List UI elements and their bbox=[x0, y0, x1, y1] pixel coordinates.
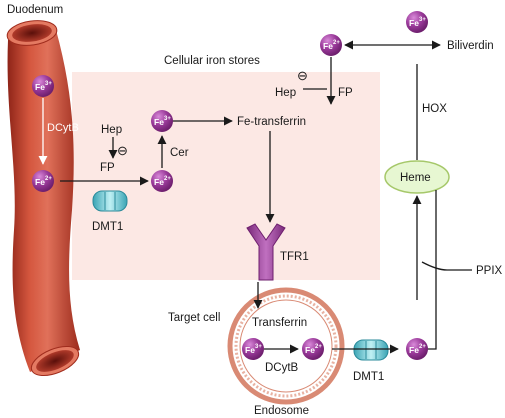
fe2-ion-endosome: Fe 2+ bbox=[302, 338, 324, 360]
arrow-fe2-to-heme-line bbox=[417, 190, 437, 350]
ppix-connector bbox=[421, 261, 472, 271]
label-fp-left: FP bbox=[100, 162, 115, 174]
svg-text:Fe: Fe bbox=[409, 345, 419, 355]
fe3-ion-endosome: Fe 3+ bbox=[242, 338, 264, 360]
fe3-ion-top: Fe 3+ bbox=[406, 11, 428, 33]
label-dcytb-gut: DCytB bbox=[47, 122, 79, 134]
label-fe-transferrin: Fe-transferrin bbox=[237, 116, 306, 128]
svg-text:3+: 3+ bbox=[255, 344, 262, 350]
label-dmt1-gut: DMT1 bbox=[92, 221, 123, 233]
label-target-cell: Target cell bbox=[168, 312, 220, 324]
fe2-ion-cell: Fe 2+ bbox=[151, 170, 173, 192]
fe2-ion-gut: Fe 2+ bbox=[32, 170, 54, 192]
fe3-ion-gut: Fe 3+ bbox=[32, 75, 54, 97]
label-cellular-iron-stores: Cellular iron stores bbox=[164, 55, 260, 67]
label-duodenum: Duodenum bbox=[7, 4, 63, 16]
label-hep-right: Hep bbox=[275, 87, 296, 99]
svg-text:2+: 2+ bbox=[333, 40, 340, 46]
svg-text:Fe: Fe bbox=[154, 177, 164, 187]
label-dcytb-endosome: DCytB bbox=[265, 362, 299, 374]
svg-text:Fe: Fe bbox=[305, 345, 315, 355]
svg-text:Fe: Fe bbox=[35, 82, 45, 92]
svg-text:2+: 2+ bbox=[315, 344, 322, 350]
svg-text:Fe: Fe bbox=[154, 117, 164, 127]
label-hox: HOX bbox=[422, 103, 447, 115]
svg-text:Fe: Fe bbox=[245, 345, 255, 355]
endosome bbox=[227, 287, 345, 405]
label-endosome: Endosome bbox=[254, 405, 309, 417]
duodenum-vessel bbox=[6, 20, 80, 377]
label-transferrin: Transferrin bbox=[252, 317, 307, 329]
inhibit-symbol-left: ⊖ bbox=[117, 143, 128, 158]
label-biliverdin: Biliverdin bbox=[447, 40, 494, 52]
inhibit-symbol-right: ⊖ bbox=[297, 68, 308, 83]
svg-text:3+: 3+ bbox=[164, 116, 171, 122]
label-ppix: PPIX bbox=[476, 265, 503, 277]
dmt1-endosome-transporter bbox=[353, 339, 389, 361]
fe3-ion-cell: Fe 3+ bbox=[151, 110, 173, 132]
svg-text:Fe: Fe bbox=[35, 177, 45, 187]
fe2-ion-top: Fe 2+ bbox=[320, 34, 342, 56]
svg-text:2+: 2+ bbox=[419, 344, 426, 350]
svg-text:2+: 2+ bbox=[164, 176, 171, 182]
label-tfr1: TFR1 bbox=[280, 251, 309, 263]
tfr1-receptor bbox=[246, 223, 286, 281]
svg-text:Fe: Fe bbox=[409, 18, 419, 28]
svg-text:3+: 3+ bbox=[419, 17, 426, 23]
cell-background bbox=[72, 72, 380, 280]
label-hep-left: Hep bbox=[101, 124, 122, 136]
label-heme: Heme bbox=[400, 172, 431, 184]
dmt1-gut-transporter bbox=[92, 190, 128, 212]
svg-text:3+: 3+ bbox=[45, 81, 52, 87]
heme-node bbox=[384, 160, 450, 194]
label-cer: Cer bbox=[170, 147, 189, 159]
label-dmt1-endosome: DMT1 bbox=[353, 371, 384, 383]
svg-text:2+: 2+ bbox=[45, 176, 52, 182]
svg-text:Fe: Fe bbox=[323, 41, 333, 51]
fe2-ion-cytosol: Fe 2+ bbox=[406, 338, 428, 360]
label-fp-right: FP bbox=[338, 87, 353, 99]
